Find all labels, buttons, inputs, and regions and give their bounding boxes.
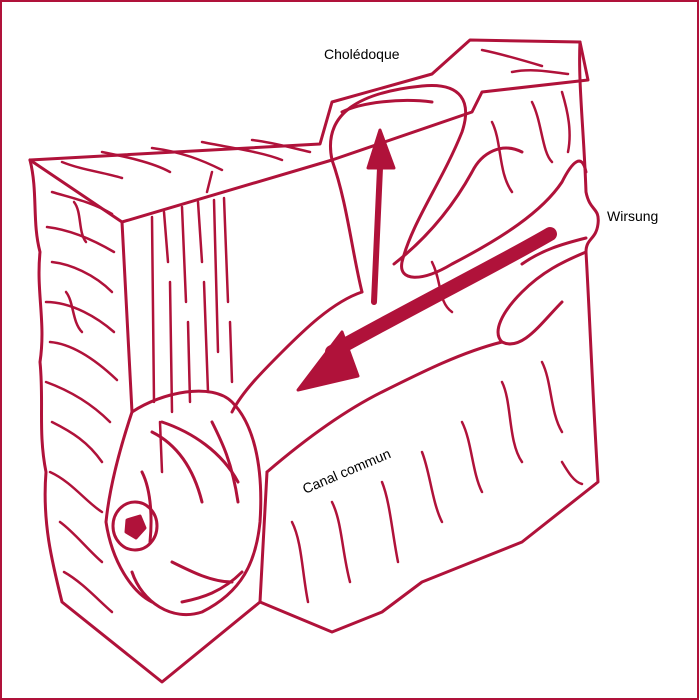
papilla-ostium xyxy=(111,500,159,552)
label-choledoque: Cholédoque xyxy=(324,46,400,62)
right-face-texture xyxy=(290,90,584,604)
label-wirsung: Wirsung xyxy=(607,208,659,224)
flow-arrows xyxy=(296,128,557,392)
left-face-striations xyxy=(44,190,119,614)
top-surface-texture xyxy=(60,48,570,180)
choledoque-duct xyxy=(329,84,588,294)
wirsung-duct xyxy=(496,236,588,346)
muscle-fiber-band xyxy=(150,170,234,474)
tissue-block-outline xyxy=(28,38,600,684)
canal-commun-duct xyxy=(230,290,504,474)
